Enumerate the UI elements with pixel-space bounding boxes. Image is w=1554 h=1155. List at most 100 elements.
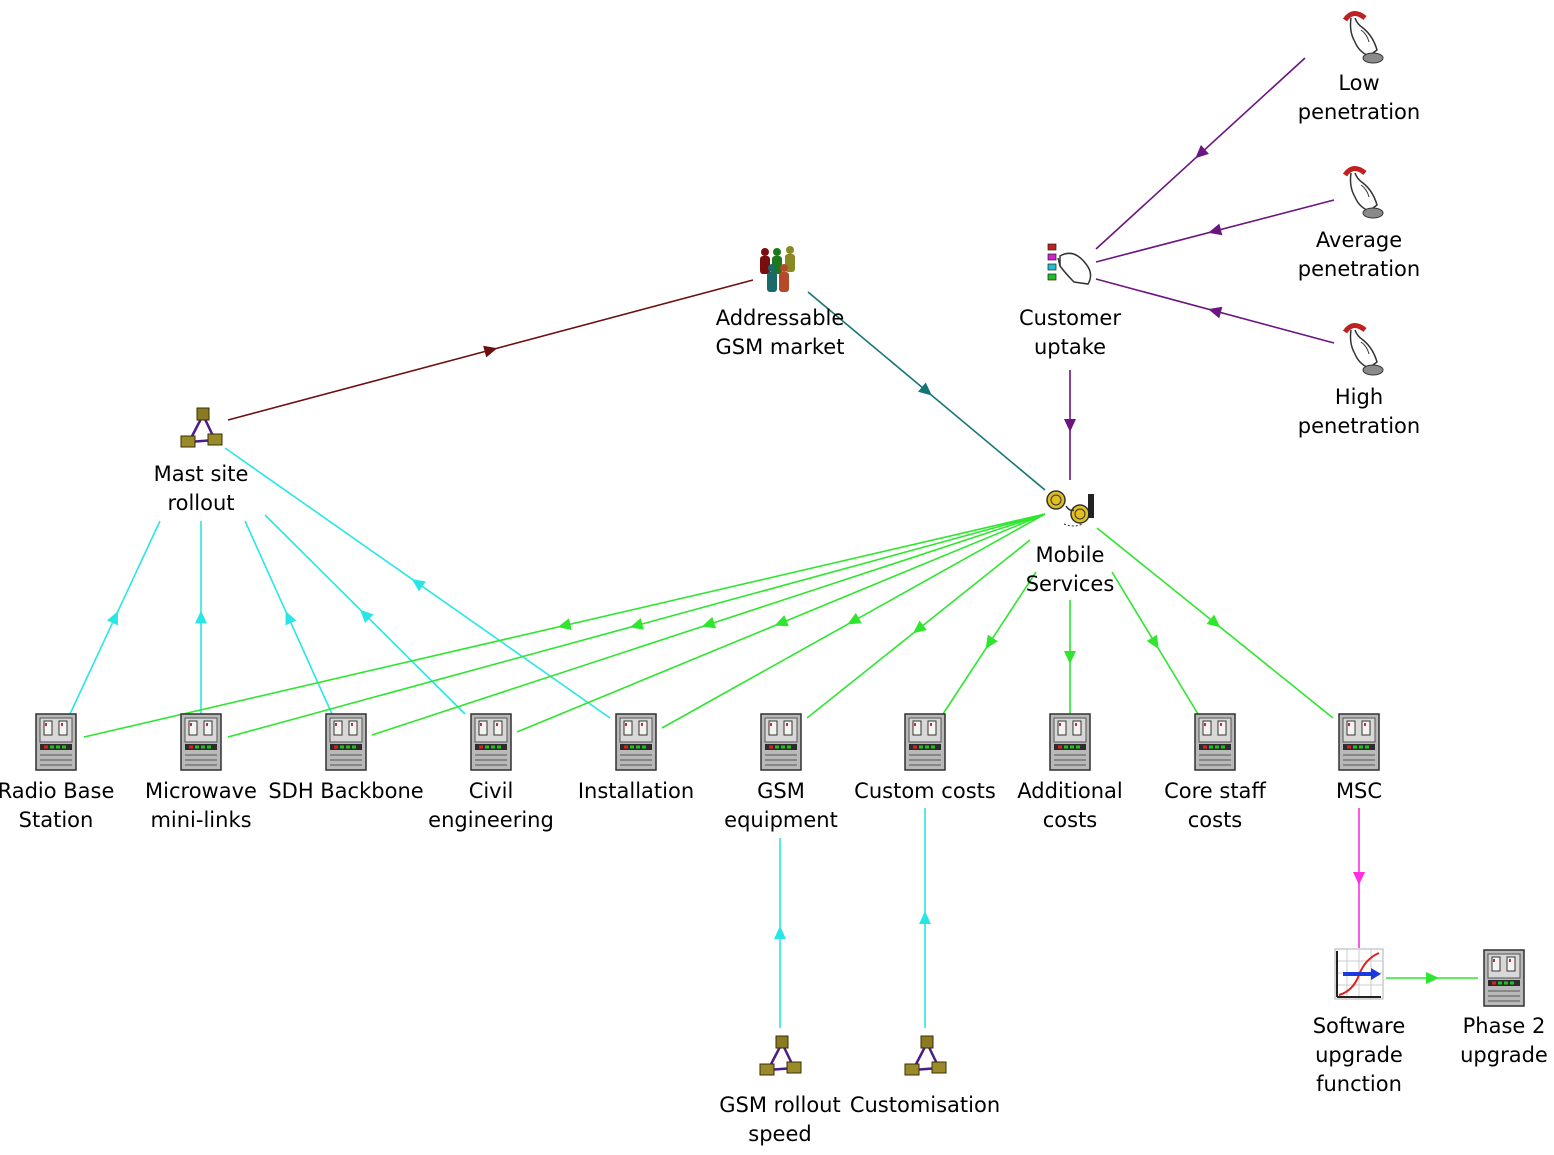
edge-customisation-to-custom_costs xyxy=(919,808,931,1028)
node-label: Customisation xyxy=(850,1093,1000,1117)
edge-mobile-to-civil xyxy=(516,513,1046,733)
node-label: Installation xyxy=(578,779,694,803)
equipment-rack-icon xyxy=(325,713,367,771)
node-label: Core staff xyxy=(1164,779,1266,803)
node-label: Radio Base xyxy=(0,779,114,803)
edge-sdh-to-mast xyxy=(244,520,333,715)
equipment-rack-icon xyxy=(615,713,657,771)
arrowhead-icon xyxy=(701,616,717,629)
arrowhead-icon xyxy=(1146,634,1159,649)
people-group-icon xyxy=(760,246,795,292)
arrowhead-icon xyxy=(774,615,789,627)
node-label: penetration xyxy=(1298,100,1420,124)
node-label: function xyxy=(1316,1072,1402,1096)
node-civil[interactable]: Civil engineering xyxy=(428,713,554,832)
node-label: Microwave xyxy=(145,779,257,803)
arrowhead-icon xyxy=(411,578,426,592)
edge-mobile-to-rbs xyxy=(83,513,1046,738)
edge-uptake-to-mobile xyxy=(1064,370,1076,480)
edge-rbs-to-mast xyxy=(69,520,161,715)
arrowhead-icon xyxy=(774,926,786,939)
node-label: rollout xyxy=(167,491,234,515)
node-label: Services xyxy=(1026,572,1115,596)
arrowhead-icon xyxy=(1426,972,1439,984)
node-software[interactable]: Software upgrade function xyxy=(1313,947,1406,1096)
edge-msc-to-software xyxy=(1353,808,1365,948)
arrowhead-icon xyxy=(1208,223,1223,236)
arrowhead-icon xyxy=(919,911,931,924)
node-additional[interactable]: Additional costs xyxy=(1017,713,1123,832)
network-icon xyxy=(903,1034,948,1077)
node-label: GSM xyxy=(757,779,805,803)
arrowhead-icon xyxy=(107,611,118,626)
node-label: Customer xyxy=(1019,306,1121,330)
edge-low-to-uptake xyxy=(1095,57,1306,250)
edge-civil-to-mast xyxy=(264,514,466,715)
edge-mobile-to-additional xyxy=(1064,600,1076,714)
node-label: costs xyxy=(1043,808,1098,832)
equipment-rack-icon xyxy=(180,713,222,771)
node-label: Station xyxy=(19,808,94,832)
edge-mobile-to-sdh xyxy=(371,513,1046,736)
equipment-rack-icon xyxy=(760,713,802,771)
node-label: Civil xyxy=(469,779,514,803)
node-label: Software xyxy=(1313,1014,1406,1038)
node-install[interactable]: Installation xyxy=(578,713,694,803)
edges-layer xyxy=(69,57,1478,1028)
node-label: SDH Backbone xyxy=(268,779,423,803)
equipment-rack-icon xyxy=(904,713,946,771)
node-label: mini-links xyxy=(150,808,251,832)
arrowhead-icon xyxy=(1195,145,1209,159)
edge-install-to-mast xyxy=(224,447,611,719)
node-sdh[interactable]: SDH Backbone xyxy=(268,713,424,803)
edge-mobile-to-install xyxy=(661,513,1046,729)
node-label: uptake xyxy=(1034,335,1106,359)
edge-high-to-uptake xyxy=(1095,278,1335,344)
arrowhead-icon xyxy=(1353,872,1365,885)
arrowhead-icon xyxy=(195,610,207,624)
edge-avg-to-uptake xyxy=(1095,199,1335,263)
node-label: Addressable xyxy=(716,306,845,330)
node-msc[interactable]: MSC xyxy=(1336,713,1382,803)
network-icon xyxy=(179,406,224,449)
edge-gsm_rollout-to-gsm_eq xyxy=(774,838,786,1028)
edge-gsm_market-to-mobile xyxy=(807,291,1046,491)
node-label: engineering xyxy=(428,808,554,832)
node-label: Additional xyxy=(1017,779,1122,803)
arrowhead-icon xyxy=(557,618,572,630)
edge-mobile-to-custom_costs xyxy=(942,571,1037,715)
arrowhead-icon xyxy=(847,612,862,625)
node-label: Mobile xyxy=(1036,543,1105,567)
node-label: Phase 2 xyxy=(1463,1014,1546,1038)
node-customisation[interactable]: Customisation xyxy=(850,1034,1000,1117)
equipment-rack-icon xyxy=(470,713,512,771)
edge-micro-to-mast xyxy=(195,521,207,714)
equipment-rack-icon xyxy=(1338,713,1380,771)
node-label: Custom costs xyxy=(854,779,996,803)
node-custom_costs[interactable]: Custom costs xyxy=(854,713,996,803)
node-uptake[interactable]: Customer uptake xyxy=(1019,243,1121,359)
equipment-rack-icon xyxy=(35,713,77,771)
node-label: upgrade xyxy=(1315,1043,1403,1067)
node-label: MSC xyxy=(1336,779,1382,803)
node-micro[interactable]: Microwave mini-links xyxy=(145,713,257,832)
network-icon xyxy=(758,1034,803,1077)
arrowhead-icon xyxy=(1064,419,1076,432)
arrowhead-icon xyxy=(1208,306,1223,319)
edge-mobile-to-micro xyxy=(227,513,1046,738)
node-label: GSM market xyxy=(716,335,845,359)
node-label: Average xyxy=(1316,228,1402,252)
